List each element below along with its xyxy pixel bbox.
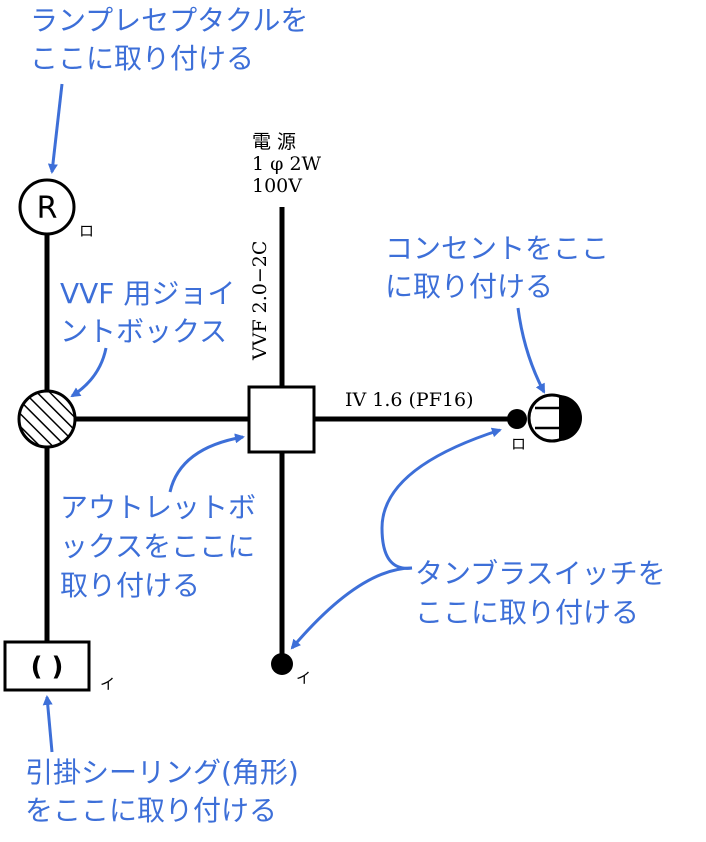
annotation-outlet-box-line2: ックスをここに (60, 530, 255, 563)
iv-cable-label: IV 1.6 (PF16) (345, 389, 474, 411)
ceiling-symbol-text: ( ) (31, 652, 64, 682)
annotation-joint-box-line1: VVF 用ジョイ (60, 277, 235, 310)
arrow-to-lamp-receptacle (47, 83, 64, 174)
outlet-box-symbol (247, 385, 316, 454)
arrow-to-switch-i (290, 566, 413, 650)
annotation-outlet-box-line3: 取り付ける (60, 569, 200, 602)
lamp-receptacle-symbol: R (18, 178, 76, 236)
mark-i-ceiling: イ (100, 675, 115, 693)
annotation-ceiling-line2: をここに取り付ける (25, 794, 277, 827)
annotation-tumbler-switch-line1: タンブラスイッチを (415, 557, 666, 590)
mark-i-switch: イ (296, 669, 311, 687)
switch-dot-ro (507, 409, 527, 429)
power-label-line3: 100V (252, 175, 302, 197)
arrow-to-outlet-box (168, 433, 245, 493)
annotation-joint-box-line2: ントボックス (60, 315, 227, 348)
annotation-tumbler-switch-line2: ここに取り付ける (415, 596, 639, 629)
ceiling-rosette-symbol: ( ) (3, 640, 91, 692)
arrow-to-consent (516, 307, 546, 394)
mark-ro-receptacle: ロ (79, 222, 94, 240)
power-label-line1: 電 源 (252, 131, 296, 153)
power-label-line2: 1 φ 2W (252, 153, 322, 175)
vvf-cable-label: VVF 2.0−2C (249, 241, 271, 361)
mark-ro-switch: ロ (511, 435, 526, 453)
arrow-to-switch-ro (380, 427, 502, 570)
annotation-consent-line2: に取り付ける (385, 270, 553, 303)
annotation-lamp-receptacle-line2: ここに取り付ける (30, 42, 254, 75)
consent-symbol (527, 393, 582, 443)
joint-box-symbol (17, 389, 77, 449)
annotation-outlet-box-line1: アウトレットボ (60, 491, 256, 524)
switch-dot-i (271, 653, 293, 675)
annotation-lamp-receptacle-line1: ランプレセプタクルを (30, 4, 308, 37)
arrow-to-joint-box (70, 347, 108, 398)
annotation-consent-line1: コンセントをここ (385, 232, 609, 265)
arrow-to-ceiling (42, 695, 54, 753)
receptacle-symbol-letter: R (37, 191, 58, 226)
annotation-ceiling-line1: 引掛シーリング(角形) (25, 756, 299, 789)
